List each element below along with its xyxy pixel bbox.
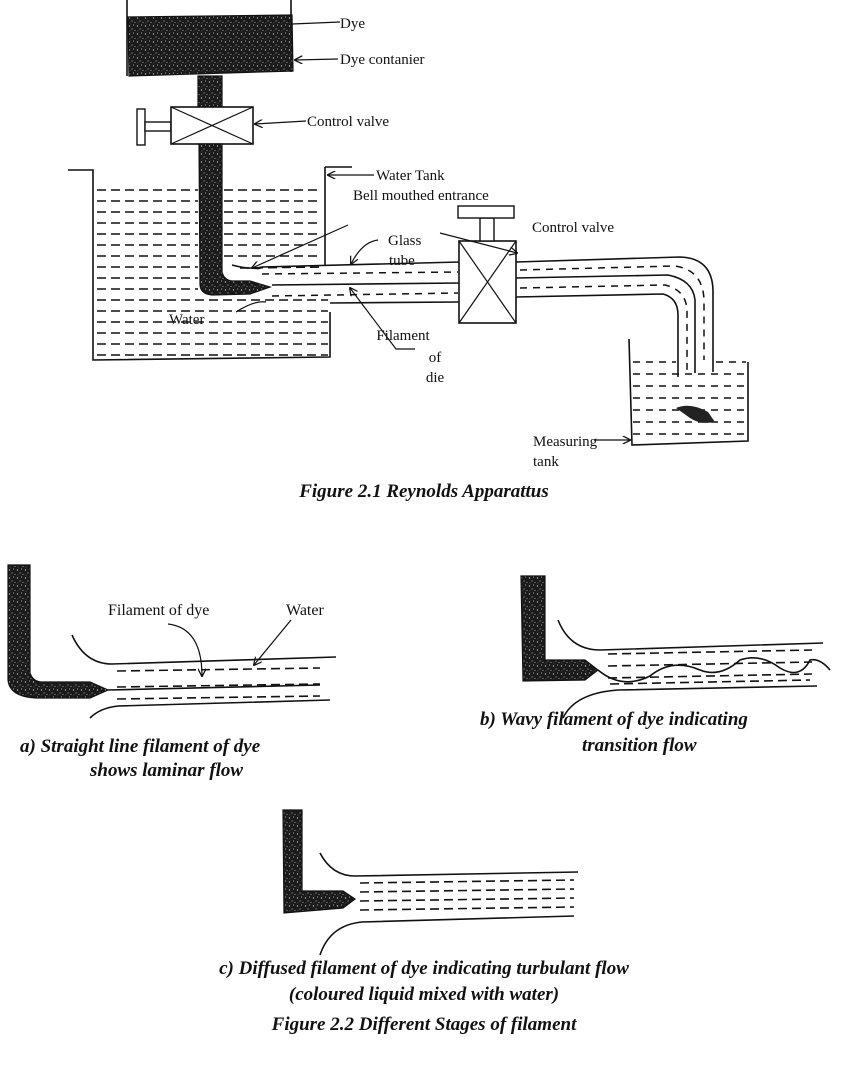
panel-b-caption-line2: transition flow bbox=[582, 735, 697, 756]
dye-feed-pipe-upper bbox=[197, 75, 223, 109]
panel-a-straight-filament bbox=[107, 684, 321, 691]
label-filament-1: Filament bbox=[376, 328, 430, 344]
panel-a-dye-nozzle bbox=[7, 564, 110, 699]
label-filament-of-dye: Filament of dye bbox=[108, 602, 209, 619]
label-tube: tube bbox=[389, 253, 415, 269]
dye-injection-nozzle bbox=[198, 143, 272, 296]
control-valve-right bbox=[457, 205, 517, 324]
panel-b-wavy-filament bbox=[597, 657, 831, 683]
label-filament-2: of bbox=[429, 350, 442, 366]
figure-2-1-reynolds-apparatus: Dye Dye contanier Control valve Water Ta… bbox=[68, 0, 749, 502]
label-water-tank: Water Tank bbox=[376, 168, 445, 184]
outlet-pipe bbox=[515, 256, 714, 377]
figure-2-2-caption: Figure 2.2 Different Stages of filament bbox=[271, 1014, 577, 1035]
control-valve-top bbox=[136, 106, 254, 146]
label-control-valve-top: Control valve bbox=[307, 114, 389, 130]
panel-b-dye-nozzle bbox=[520, 575, 599, 682]
panel-c-dye-nozzle bbox=[282, 809, 357, 914]
dye-container bbox=[126, 0, 294, 77]
label-measuring: Measuring bbox=[533, 434, 598, 450]
leader-lines bbox=[235, 21, 630, 440]
label-filament-3: die bbox=[426, 370, 445, 386]
label-glass: Glass bbox=[388, 233, 421, 249]
label-tank: tank bbox=[533, 454, 559, 470]
label-water: Water bbox=[169, 312, 204, 328]
dye-blob bbox=[676, 405, 715, 423]
water-tank-water bbox=[97, 189, 328, 356]
water-tank bbox=[68, 166, 352, 361]
label-dye-container: Dye contanier bbox=[340, 52, 425, 68]
label-bell-mouthed-entrance: Bell mouthed entrance bbox=[353, 188, 489, 204]
panel-a-caption-line2: shows laminar flow bbox=[89, 760, 243, 781]
panel-a-caption-line1: a) Straight line filament of dye bbox=[20, 736, 261, 757]
panel-c-turbulent: c) Diffused filament of dye indicating t… bbox=[219, 809, 629, 1005]
panel-c-caption-line1: c) Diffused filament of dye indicating t… bbox=[219, 958, 629, 979]
figure-2-1-caption: Figure 2.1 Reynolds Apparattus bbox=[298, 481, 549, 502]
panel-a-laminar: Filament of dye Water a) Straight line f… bbox=[7, 564, 337, 781]
label-dye: Dye bbox=[340, 16, 365, 32]
glass-tube bbox=[231, 261, 461, 304]
panel-c-caption-line2: (coloured liquid mixed with water) bbox=[289, 984, 559, 1005]
panel-b-caption-line1: b) Wavy filament of dye indicating bbox=[480, 709, 748, 730]
measuring-tank bbox=[628, 338, 749, 446]
label-water-panel-a: Water bbox=[286, 602, 324, 619]
label-control-valve-right: Control valve bbox=[532, 220, 614, 236]
panel-b-transition: b) Wavy filament of dye indicating trans… bbox=[480, 575, 831, 756]
